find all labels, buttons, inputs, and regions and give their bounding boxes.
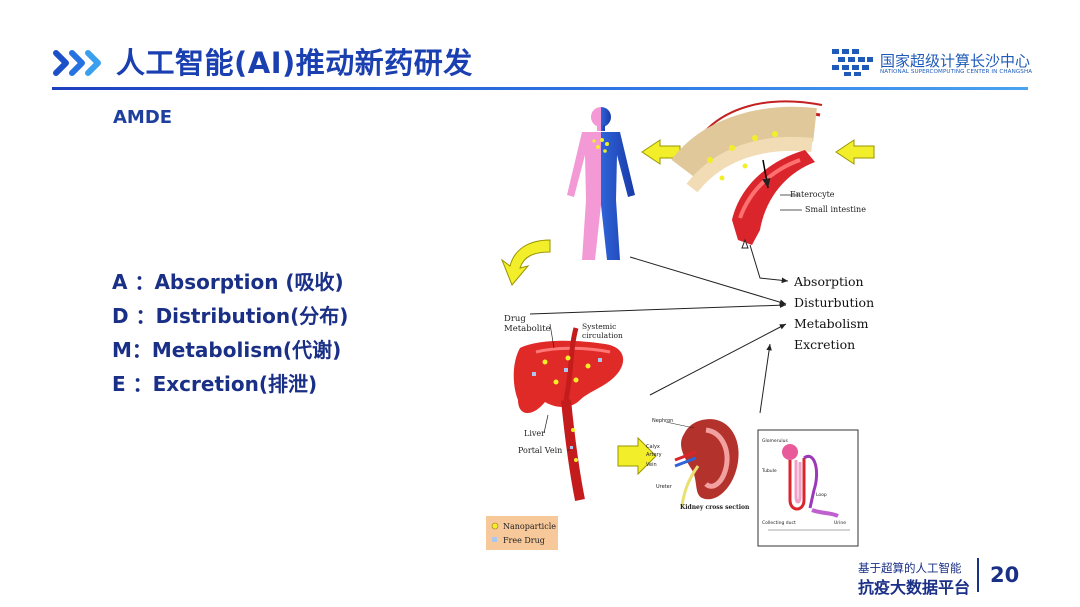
outcome-excretion: Excretion (794, 337, 855, 352)
kidney-label-vein: Vein (646, 462, 657, 468)
nephron-label-glomerulus: Glomerulus (762, 438, 788, 444)
legend-free-drug-label: Free Drug (503, 536, 545, 545)
kidney-label-nephron: Nephron (652, 418, 673, 424)
kidney-label-calyx: Calyx (646, 444, 660, 450)
nephron-label-urine: Urine (834, 520, 846, 526)
nephron-label-loop: Loop (816, 492, 827, 498)
supercomputing-logo-icon (832, 49, 873, 76)
adme-diagram: Enterocyte Small intestine Absorption Di… (486, 100, 875, 550)
nephron-illustration (757, 429, 859, 547)
liver-illustration (513, 323, 624, 501)
kidney-label-artery: Artery (646, 452, 662, 458)
kidney-caption: Kidney cross section (680, 504, 750, 511)
metabolite-label: Metabolite (504, 324, 551, 334)
chevron-arrows-icon (53, 50, 101, 76)
right-arrow-icon (617, 436, 657, 476)
enterocyte-label: Enterocyte (790, 190, 835, 199)
logo-name-en: NATIONAL SUPERCOMPUTING CENTER IN CHANGS… (880, 69, 1033, 75)
logo-name-cn: 国家超级计算长沙中心 (880, 52, 1031, 70)
header-divider (52, 87, 1028, 90)
nephron-label-collecting-duct: Collecting duct (762, 520, 796, 526)
diagram-legend (486, 516, 558, 550)
human-body-figure (567, 107, 635, 260)
page-number: 20 (990, 563, 1020, 587)
portal-vein-label: Portal Vein (518, 446, 562, 455)
small-intestine-illustration (671, 100, 823, 249)
nephron-label-tubule: Tubule (761, 468, 777, 474)
liver-label: Liver (524, 429, 545, 438)
left-arrow-icon (835, 139, 875, 165)
page-title: 人工智能(AI)推动新药研发 (116, 46, 473, 80)
adme-item-absorption: A ：Absorption (吸收) (112, 270, 344, 294)
curved-down-arrow-icon (500, 239, 551, 286)
section-subtitle: AMDE (113, 107, 173, 128)
kidney-label-ureter: Ureter (656, 484, 673, 490)
outcome-disturbution: Disturbution (794, 295, 874, 310)
drug-label: Drug (504, 314, 526, 324)
small-intestine-label: Small intestine (805, 205, 866, 214)
adme-item-metabolism: M：Metabolism(代谢) (112, 338, 342, 362)
kidney-illustration (665, 419, 739, 507)
adme-item-excretion: E ：Excretion(排泄) (112, 372, 318, 396)
outcome-absorption: Absorption (793, 274, 864, 289)
systemic-label: Systemic (582, 322, 616, 331)
outcome-metabolism: Metabolism (794, 316, 869, 331)
circulation-label: circulation (582, 331, 623, 340)
footer-tagline: 基于超算的人工智能 (858, 561, 962, 575)
footer-platform-name: 抗疫大数据平台 (858, 578, 971, 597)
adme-item-distribution: D ：Distribution(分布) (112, 304, 349, 328)
legend-nanoparticle-label: Nanoparticle (503, 522, 556, 531)
footer-divider (977, 558, 979, 592)
